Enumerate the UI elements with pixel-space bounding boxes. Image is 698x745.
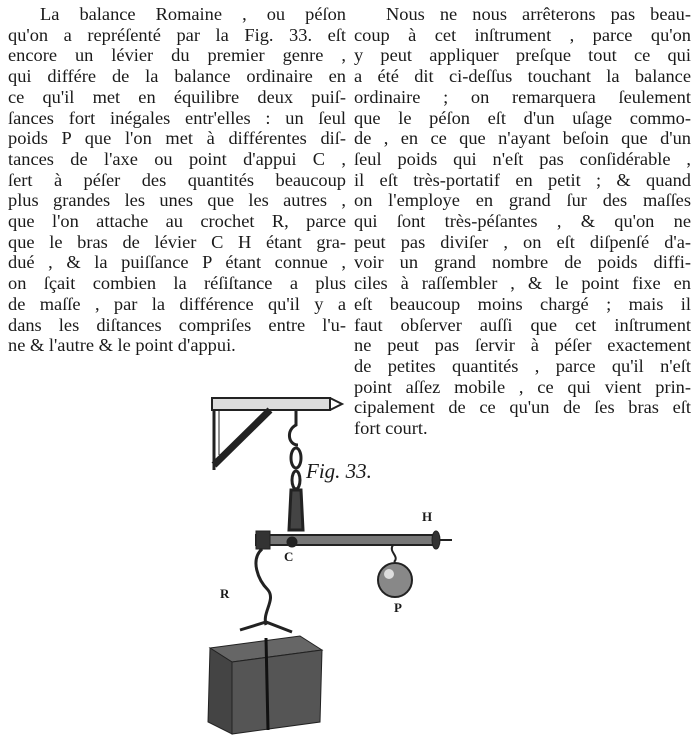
right-text-column: Nous ne nous arrêterons pas beau-coup à … [354, 4, 691, 439]
text-line: plus grandes les unes que les autres , [8, 190, 346, 211]
text-line: faut obſerver auſſi que cet inſtrument [354, 314, 691, 335]
text-line: coup à cet inſtrument , parce qu'on [354, 24, 691, 45]
text-line: La balance Romaine , ou péſon [40, 4, 346, 24]
text-line: ſert à péſer des quantités beaucoup [8, 169, 346, 190]
text-line: encore un lévier du premier genre , [8, 45, 346, 66]
text-line: qui ſont très-péſantes , & qu'on ne [354, 211, 691, 232]
text-line: qu'on a repréſenté par la Fig. 33. eſt [8, 24, 346, 45]
label-r: R [220, 586, 230, 601]
text-line: voir un grand nombre de poids diffi- [354, 252, 691, 273]
text-line: ſances fort inégales entr'elles : un ſeu… [8, 107, 346, 128]
suspension-hook-chain [287, 410, 305, 532]
text-line: que le péſon eſt d'un uſage commo- [354, 107, 691, 128]
text-line: ordinaire ; on remarquera ſeulement [354, 86, 691, 107]
label-p: P [394, 600, 402, 615]
label-c: C [284, 549, 293, 564]
text-line: ciles à raſſembler , & le point fixe en [354, 273, 691, 294]
text-line: fort court. [354, 418, 428, 439]
text-line: il eſt très-portatif en petit ; & quand [354, 169, 691, 190]
text-line: Nous ne nous arrêterons pas beau- [386, 4, 691, 24]
text-line: que l'on attache au crochet R, parce [8, 211, 346, 232]
text-line: ſeul poids qui n'eſt pas conſidérable , [354, 148, 691, 169]
text-line: on l'employe en grand ſur des maſſes [354, 190, 691, 211]
load-package [207, 635, 324, 735]
text-line: dans les diſtances compriſes entre l'u- [8, 314, 346, 335]
text-line: de , en ce que n'ayant beſoin que d'un [354, 128, 691, 149]
text-line: cipalement de ce qu'un de ſes bras eſt [354, 397, 691, 418]
text-line: que le bras de lévier C H étant gra- [8, 231, 346, 252]
text-line: de maſſe , par la différence qu'il y a [8, 293, 346, 314]
text-line: a été dit ci-deſſus touchant la balance [354, 66, 691, 87]
text-line: y peut appliquer preſque tout ce qui [354, 45, 691, 66]
text-line: point aſſez mobile , ce qui vient prin- [354, 376, 691, 397]
label-h: H [422, 509, 432, 524]
lever-beam [255, 530, 452, 550]
hook-r [239, 547, 293, 634]
text-line: ce qu'il met en équilibre deux puiſ- [8, 86, 346, 107]
text-line: qui différe de la balance ordinaire en [8, 66, 346, 87]
text-line: de petites quantités , parce qu'il n'eſt [354, 355, 691, 376]
weight-p [377, 544, 413, 598]
text-line: peut pas diviſer , on eſt diſpenſé d'a- [354, 231, 691, 252]
text-line: on ſçait combien la réſiſtance a plus [8, 273, 346, 294]
text-line: ne peut pas ſervir à péſer exactement [354, 335, 691, 356]
text-line: poids P que l'on met à différentes diſ- [8, 128, 346, 149]
text-line: dué , & la puiſſance P étant connue , [8, 252, 346, 273]
figure-caption: Fig. 33. [305, 459, 372, 483]
text-line: eſt beaucoup moins chargé ; mais il [354, 293, 691, 314]
wall-bracket [211, 397, 345, 470]
text-line: tances de l'axe ou point d'appui C , [8, 148, 346, 169]
text-line: ne & l'autre & le point d'appui. [8, 335, 236, 356]
